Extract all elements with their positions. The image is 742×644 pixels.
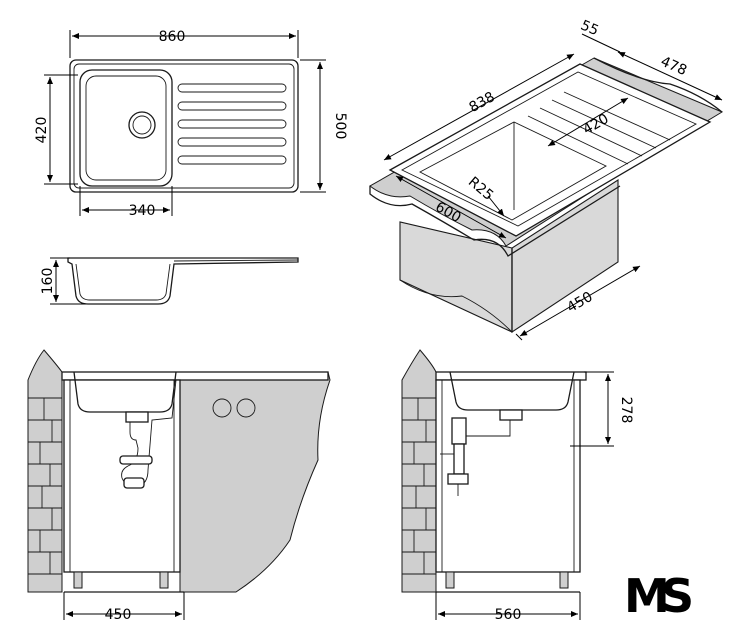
isometric-view: 838 55 478 420 R25 600 450 <box>369 17 724 341</box>
ms-logo: M S <box>624 569 694 623</box>
bowl-outline <box>79 69 173 187</box>
side-section-view: 160 <box>40 257 299 305</box>
dim-side-depth: 160 <box>40 268 56 295</box>
dim-side-height: 278 <box>618 397 634 424</box>
dim-side-cabinet: 560 <box>495 607 522 623</box>
dim-bowl-height: 420 <box>34 117 50 144</box>
dim-iso-depth: 478 <box>658 54 689 79</box>
dim-top-width: 860 <box>159 29 186 45</box>
sink-outline-top <box>69 59 299 193</box>
logo-letter-s: S <box>661 569 694 623</box>
logo-letter-m: M <box>624 569 670 623</box>
dim-iso-edge: 55 <box>578 17 601 39</box>
drainboard-grooves <box>177 83 287 165</box>
dim-bowl-width: 340 <box>129 203 156 219</box>
side-install-view: 278 560 <box>401 349 634 623</box>
dim-front-cabinet: 450 <box>105 607 132 623</box>
dim-total-height: 500 <box>332 113 348 140</box>
drain-circle <box>128 111 156 139</box>
front-install-view: 450 <box>27 349 331 623</box>
top-view: 860 420 500 340 <box>34 29 348 219</box>
